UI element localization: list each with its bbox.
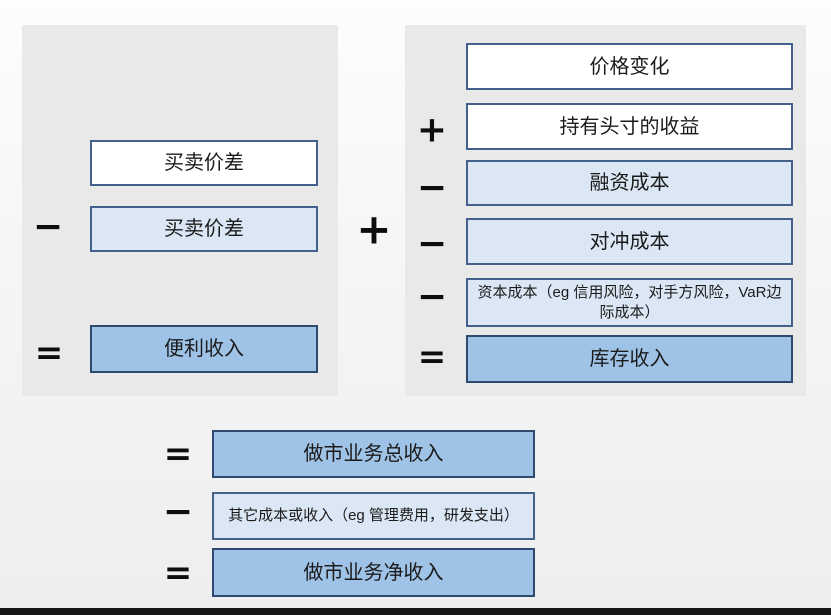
box-market-making-gross-income: 做市业务总收入 — [212, 430, 535, 478]
box-label: 价格变化 — [589, 55, 670, 78]
minus-operator: − — [416, 276, 448, 318]
box-label: 其它成本或收入（eg 管理费用，研发支出） — [228, 507, 519, 525]
plus-operator: + — [416, 109, 448, 151]
box-bid-ask-spread-cost: 买卖价差 — [90, 206, 318, 252]
equals-operator: = — [163, 434, 193, 474]
box-label: 对冲成本 — [589, 230, 670, 253]
box-market-making-net-income: 做市业务净收入 — [212, 548, 535, 597]
box-hedging-cost: 对冲成本 — [466, 218, 793, 265]
minus-operator: − — [32, 206, 64, 248]
spread-income-panel: 买卖价差 − 买卖价差 = 便利收入 — [22, 25, 338, 396]
box-label: 库存收入 — [589, 348, 670, 370]
box-label: 买卖价差 — [164, 218, 244, 240]
box-capital-cost: 资本成本（eg 信用风险，对手方风险，VaR边际成本） — [466, 278, 793, 327]
box-financing-cost: 融资成本 — [466, 160, 793, 206]
box-label: 做市业务总收入 — [303, 443, 444, 465]
box-label: 做市业务净收入 — [303, 561, 444, 584]
bottom-bar — [0, 608, 831, 615]
equals-operator: = — [417, 337, 447, 377]
box-label: 资本成本（eg 信用风险，对手方风险，VaR边际成本） — [477, 284, 782, 321]
equals-operator: = — [163, 553, 193, 593]
panels-plus-operator: + — [356, 204, 392, 254]
box-label: 买卖价差 — [164, 152, 244, 174]
box-bid-ask-spread-gross: 买卖价差 — [90, 140, 318, 186]
minus-operator: − — [162, 491, 194, 533]
box-label: 融资成本 — [589, 172, 670, 194]
box-other-costs-or-income: 其它成本或收入（eg 管理费用，研发支出） — [212, 492, 535, 540]
box-label: 便利收入 — [164, 338, 244, 360]
inventory-income-panel: 价格变化 + 持有头寸的收益 − 融资成本 − 对冲成本 − 资本成本（eg 信… — [405, 25, 806, 396]
box-position-holding-income: 持有头寸的收益 — [466, 103, 793, 150]
box-inventory-income: 库存收入 — [466, 335, 793, 383]
box-convenience-income: 便利收入 — [90, 325, 318, 373]
box-price-change: 价格变化 — [466, 43, 793, 90]
box-label: 持有头寸的收益 — [559, 115, 700, 138]
equals-operator: = — [34, 333, 64, 373]
minus-operator: − — [416, 167, 448, 209]
minus-operator: − — [416, 223, 448, 265]
